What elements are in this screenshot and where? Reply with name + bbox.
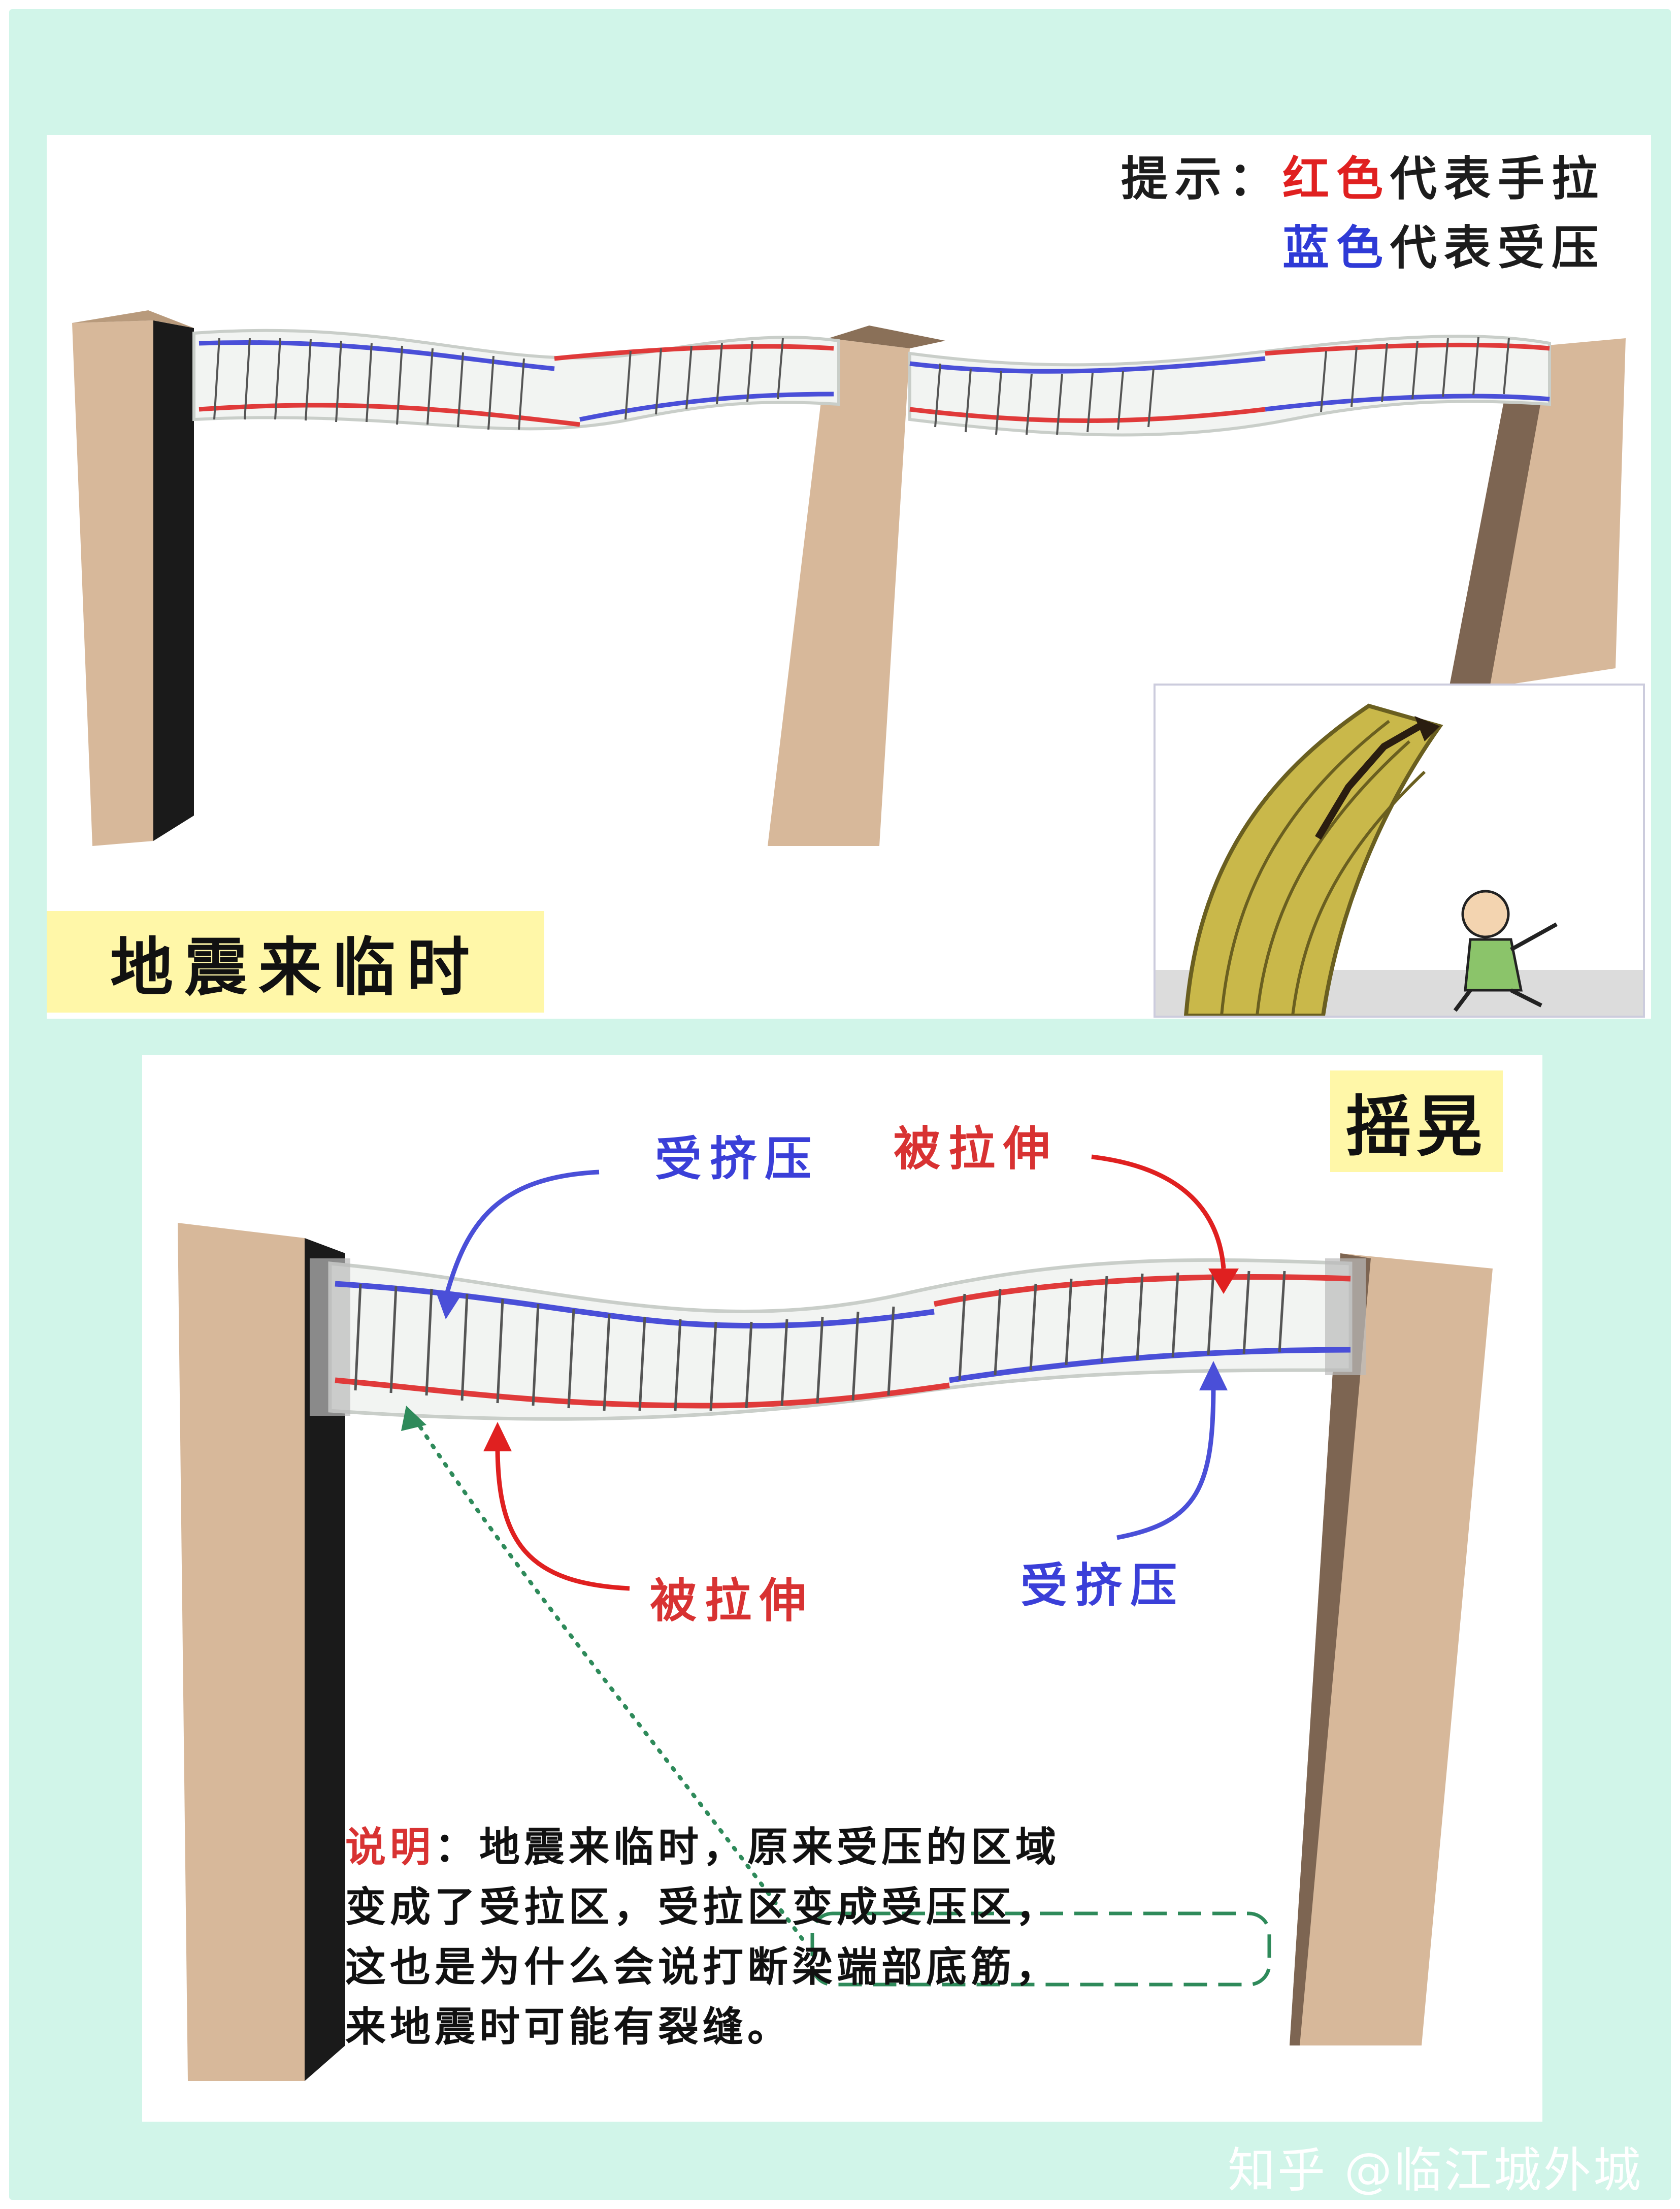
highlight-box — [810, 1911, 1271, 1987]
legend-red: 提示：红色代表手拉 — [1121, 141, 1605, 209]
label-stretched-top: 被拉伸 — [894, 1121, 1059, 1176]
sway-column-left — [178, 1223, 305, 2081]
sway-rebar-lower-red — [335, 1377, 950, 1409]
sway-rebar-lower-blue — [949, 1347, 1351, 1383]
earthquake-panel: 提示：红色代表手拉 蓝色代表受压 — [47, 135, 1651, 1019]
arrow-compress-bottom-head — [1199, 1361, 1228, 1390]
top-right-rebar-upper-blue — [909, 356, 1266, 374]
explanation-key: 说明 — [345, 1823, 435, 1871]
label-stretched-bottom: 被拉伸 — [650, 1573, 815, 1628]
arrow-compress-top-head — [437, 1294, 462, 1319]
column-left — [72, 320, 153, 846]
top-left-rebar-upper-blue — [199, 340, 555, 371]
explanation-line-2: 变成了受拉区，受拉区变成受压区， — [345, 1883, 1060, 1931]
page-frame: 提示：红色代表手拉 蓝色代表受压 — [9, 9, 1671, 2200]
explanation-colon: ： — [435, 1823, 479, 1871]
arrow-compress-bottom — [1116, 1385, 1216, 1540]
legend-blue-word: 蓝色 — [1282, 221, 1390, 275]
column-middle-cap — [829, 326, 945, 348]
legend-blue: 蓝色代表受压 — [1282, 210, 1605, 278]
explanation-text: 说明：地震来临时，原来受压的区域 变成了受拉区，受拉区变成受压区， 这也是为什么… — [345, 1817, 1300, 2057]
arrow-tension-top — [1091, 1154, 1226, 1269]
sway-stirrups — [354, 1271, 1286, 1411]
explanation-highlight: 打断梁端部底筋 — [703, 1943, 1015, 1991]
explanation-line-1: 说明：地震来临时，原来受压的区域 — [345, 1817, 1300, 1877]
top-stirrups — [213, 337, 1510, 435]
sway-beam-diagram — [178, 1154, 1493, 2081]
earthquake-title: 地震来临时 — [47, 911, 544, 1013]
arrow-tension-bottom — [495, 1446, 630, 1591]
top-left-rebar-upper-red — [554, 344, 834, 361]
explanation-line-3-after: ， — [1015, 1943, 1060, 1991]
explanation-line-4: 来地震时可能有裂缝。 — [345, 2003, 792, 2051]
explanation-line-1-text: 地震来临时，原来受压的区域 — [479, 1823, 1060, 1871]
column-left-shadow — [153, 320, 194, 841]
cartoon-svg — [1156, 703, 1643, 1016]
column-left-cap — [72, 310, 194, 328]
column-right-side — [1448, 348, 1550, 694]
label-compressed-top: 受挤压 — [655, 1131, 820, 1186]
sway-title: 摇晃 — [1330, 1070, 1503, 1172]
sway-column-left-shadow — [305, 1238, 345, 2081]
arrow-compress-top — [444, 1170, 600, 1295]
earthquake-cartoon-illustration — [1154, 684, 1645, 1018]
label-compressed-bottom: 受挤压 — [1020, 1558, 1185, 1613]
sway-panel: 摇晃 — [142, 1055, 1542, 2122]
watermark: 知乎 @临江城外城 — [1228, 2143, 1643, 2198]
sway-column-right-side — [1290, 1253, 1371, 2045]
top-right-rebar-lower-blue — [1265, 394, 1550, 412]
arrow-tension-top-head — [1208, 1269, 1239, 1294]
legend-red-word: 红色 — [1282, 152, 1390, 206]
column-middle — [768, 338, 910, 846]
sway-rebar-upper-blue — [335, 1281, 935, 1329]
sway-rebar-upper-red — [933, 1274, 1351, 1307]
beam-span-right — [908, 335, 1551, 437]
legend-red-meaning: 代表手拉 — [1390, 152, 1605, 206]
top-beam-diagram — [72, 310, 1626, 846]
legend-prefix: 提示： — [1121, 152, 1282, 206]
dotted-pointer-head — [401, 1406, 426, 1431]
top-left-rebar-lower-blue — [579, 392, 834, 422]
legend-blue-meaning: 代表受压 — [1390, 221, 1605, 275]
arrow-tension-bottom-head — [483, 1422, 512, 1451]
explanation-line-3: 这也是为什么会说打断梁端部底筋， — [345, 1937, 1300, 1997]
explanation-line-3-before: 这也是为什么会说 — [345, 1943, 703, 1991]
top-right-rebar-upper-red — [1265, 342, 1550, 356]
